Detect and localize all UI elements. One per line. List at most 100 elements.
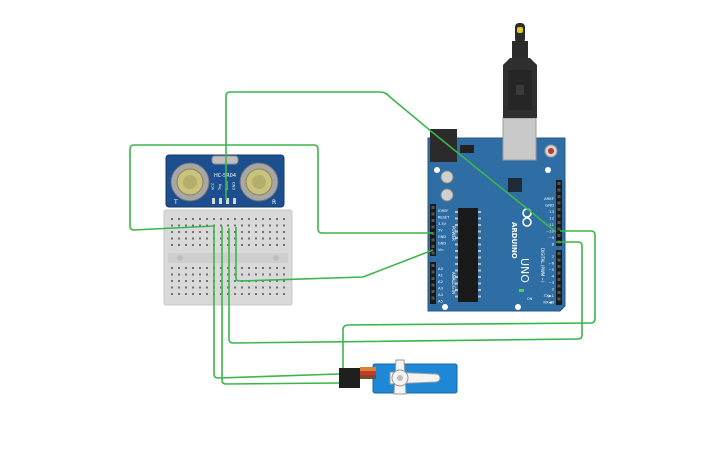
header-pin[interactable] <box>431 264 435 267</box>
breadboard-hole[interactable] <box>220 218 222 220</box>
breadboard-hole[interactable] <box>283 280 285 282</box>
header-pin[interactable] <box>557 208 561 211</box>
header-pin[interactable] <box>431 270 435 274</box>
breadboard-hole[interactable] <box>199 237 201 240</box>
breadboard-hole[interactable] <box>241 273 243 276</box>
breadboard-hole[interactable] <box>185 293 187 295</box>
breadboard-hole[interactable] <box>185 237 187 240</box>
breadboard-hole[interactable] <box>241 224 243 227</box>
header-pin[interactable] <box>431 238 435 242</box>
breadboard-hole[interactable] <box>241 218 243 220</box>
breadboard-hole[interactable] <box>206 293 208 295</box>
header-pin[interactable] <box>557 258 561 262</box>
breadboard-hole[interactable] <box>234 244 236 246</box>
breadboard-hole[interactable] <box>276 267 278 269</box>
breadboard-hole[interactable] <box>192 267 194 269</box>
breadboard-hole[interactable] <box>178 231 180 233</box>
breadboard-hole[interactable] <box>171 273 173 276</box>
breadboard-hole[interactable] <box>234 231 236 233</box>
breadboard-hole[interactable] <box>192 218 194 220</box>
header-pin[interactable] <box>557 291 561 294</box>
breadboard-hole[interactable] <box>269 237 271 240</box>
breadboard-hole[interactable] <box>276 293 278 295</box>
breadboard-hole[interactable] <box>206 218 208 220</box>
breadboard-hole[interactable] <box>220 273 222 276</box>
breadboard-hole[interactable] <box>199 286 201 289</box>
breadboard-hole[interactable] <box>206 280 208 282</box>
breadboard-hole[interactable] <box>276 231 278 233</box>
breadboard-hole[interactable] <box>220 224 222 227</box>
header-pin[interactable] <box>557 284 561 288</box>
breadboard-hole[interactable] <box>178 237 180 240</box>
breadboard-hole[interactable] <box>248 237 250 240</box>
breadboard-hole[interactable] <box>283 237 285 240</box>
header-pin[interactable] <box>557 201 561 205</box>
breadboard-hole[interactable] <box>206 286 208 289</box>
breadboard-hole[interactable] <box>227 267 229 269</box>
breadboard-hole[interactable] <box>171 224 173 227</box>
breadboard-hole[interactable] <box>220 237 222 240</box>
breadboard-hole[interactable] <box>241 267 243 269</box>
breadboard-hole[interactable] <box>185 280 187 282</box>
breadboard-hole[interactable] <box>185 273 187 276</box>
breadboard-hole[interactable] <box>206 237 208 240</box>
breadboard-hole[interactable] <box>206 267 208 269</box>
breadboard-hole[interactable] <box>283 286 285 289</box>
breadboard-hole[interactable] <box>199 293 201 295</box>
breadboard-hole[interactable] <box>248 224 250 227</box>
breadboard-hole[interactable] <box>178 293 180 295</box>
breadboard-hole[interactable] <box>227 280 229 282</box>
breadboard-hole[interactable] <box>269 280 271 282</box>
header-pin[interactable] <box>557 214 561 218</box>
breadboard-hole[interactable] <box>234 224 236 227</box>
breadboard-hole[interactable] <box>213 218 215 220</box>
digital-header-top[interactable] <box>556 180 562 246</box>
breadboard-hole[interactable] <box>213 224 215 227</box>
breadboard-hole[interactable] <box>269 244 271 246</box>
breadboard-hole[interactable] <box>262 237 264 240</box>
breadboard-hole[interactable] <box>192 231 194 233</box>
breadboard-hole[interactable] <box>269 231 271 233</box>
breadboard-hole[interactable] <box>185 267 187 269</box>
mini-breadboard[interactable] <box>163 209 293 306</box>
breadboard-hole[interactable] <box>206 224 208 227</box>
breadboard-hole[interactable] <box>262 273 264 276</box>
breadboard-hole[interactable] <box>199 218 201 220</box>
breadboard-hole[interactable] <box>283 273 285 276</box>
breadboard-hole[interactable] <box>283 293 285 295</box>
breadboard-hole[interactable] <box>227 224 229 227</box>
breadboard-hole[interactable] <box>262 286 264 289</box>
breadboard-hole[interactable] <box>255 231 257 233</box>
breadboard-hole[interactable] <box>276 224 278 227</box>
breadboard-hole[interactable] <box>248 267 250 269</box>
breadboard-hole[interactable] <box>206 273 208 276</box>
breadboard-hole[interactable] <box>199 267 201 269</box>
breadboard-hole[interactable] <box>192 224 194 227</box>
breadboard-hole[interactable] <box>269 224 271 227</box>
breadboard-hole[interactable] <box>178 280 180 282</box>
breadboard-hole[interactable] <box>255 267 257 269</box>
breadboard-hole[interactable] <box>171 244 173 246</box>
breadboard-hole[interactable] <box>262 293 264 295</box>
breadboard-hole[interactable] <box>171 293 173 295</box>
breadboard-hole[interactable] <box>185 231 187 233</box>
header-pin[interactable] <box>431 290 435 293</box>
breadboard-hole[interactable] <box>269 273 271 276</box>
breadboard-hole[interactable] <box>255 224 257 227</box>
breadboard-hole[interactable] <box>199 280 201 282</box>
breadboard-hole[interactable] <box>241 237 243 240</box>
header-pin[interactable] <box>431 225 435 229</box>
breadboard-hole[interactable] <box>234 293 236 295</box>
breadboard-hole[interactable] <box>269 267 271 269</box>
header-pin[interactable] <box>557 278 561 281</box>
breadboard-hole[interactable] <box>255 293 257 295</box>
breadboard-hole[interactable] <box>227 286 229 289</box>
breadboard-hole[interactable] <box>227 237 229 240</box>
header-pin[interactable] <box>431 245 435 248</box>
header-pin[interactable] <box>431 283 435 287</box>
breadboard-hole[interactable] <box>220 280 222 282</box>
header-pin[interactable] <box>557 188 561 192</box>
header-pin[interactable] <box>557 227 561 231</box>
breadboard-hole[interactable] <box>192 293 194 295</box>
